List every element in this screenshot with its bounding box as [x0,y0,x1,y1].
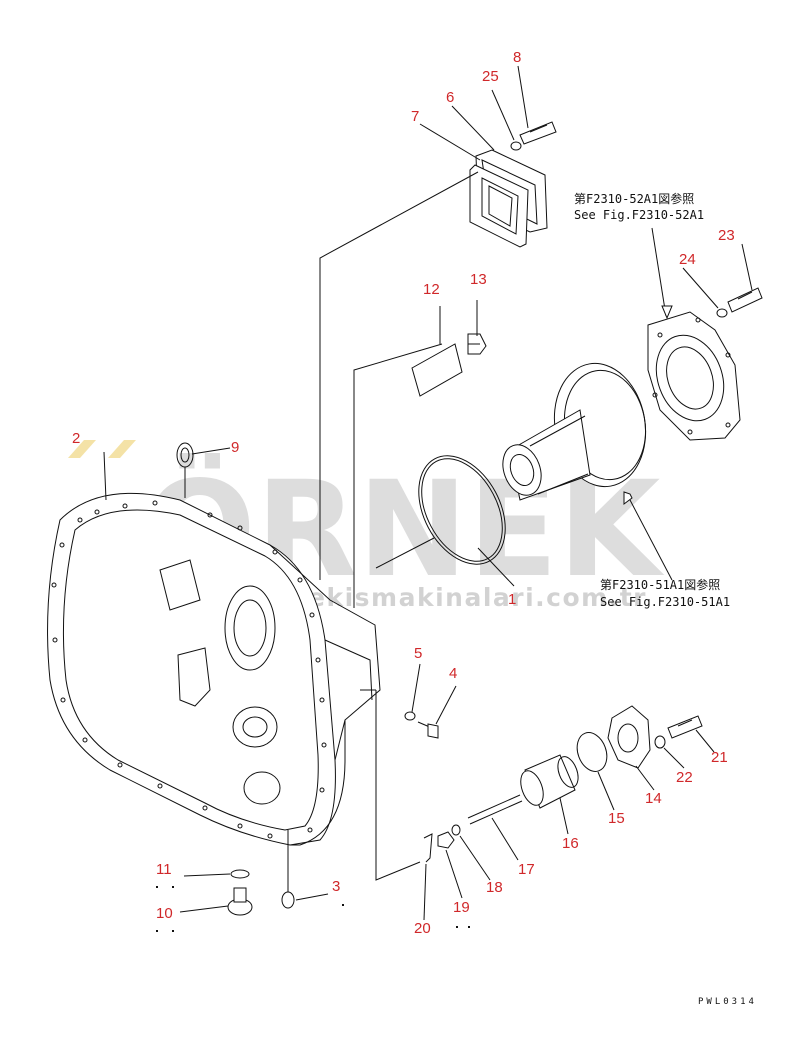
filter-cover-14 [607,705,651,769]
washer-18 [451,824,461,836]
drawing-code: PWL0314 [698,997,757,1007]
reference-note-51: 第F2310-51A1図参照 See Fig.F2310-51A1 [600,577,730,609]
gasket-11 [230,869,250,879]
reference-note-51-en: See Fig.F2310-51A1 [600,595,730,609]
output-flange [502,362,647,501]
callout-23[interactable]: 23 [718,227,735,244]
callout-6[interactable]: 6 [446,89,454,106]
bolt-13 [467,333,487,355]
cotter-pin-20 [423,833,433,863]
reference-note-52-jp: 第F2310-52A1図参照 [574,191,694,206]
callout-24[interactable]: 24 [679,251,696,268]
callout-1[interactable]: 1 [508,591,516,608]
reference-note-52-en: See Fig.F2310-52A1 [574,208,704,222]
callout-22[interactable]: 22 [676,769,693,786]
washer-22 [654,735,666,749]
plug-3 [281,830,295,909]
reference-note-52: 第F2310-52A1図参照 See Fig.F2310-52A1 [574,191,704,222]
bolt-8 [519,121,557,145]
callout-11[interactable]: 11 [156,861,172,878]
o-ring-15 [576,732,608,772]
callout-12[interactable]: 12 [423,281,440,298]
cover-plate-12 [411,343,463,397]
callout-18[interactable]: 18 [486,879,503,896]
callout-25[interactable]: 25 [482,68,499,85]
callout-2[interactable]: 2 [72,430,80,447]
washer-25 [510,141,522,151]
label-dots [156,886,470,932]
callout-7[interactable]: 7 [411,108,419,125]
callout-14[interactable]: 14 [645,790,662,807]
bearing-housing [647,311,741,441]
washer-24 [716,308,728,318]
stud-17 [467,794,523,825]
callouts: 1 2 3 4 5 6 7 8 9 10 11 12 13 14 15 16 1… [72,49,735,937]
eye-bolt [176,442,194,498]
callout-5[interactable]: 5 [414,645,422,662]
callout-9[interactable]: 9 [231,439,239,456]
callout-13[interactable]: 13 [470,271,487,288]
strainer-16 [520,754,579,809]
top-cover [469,149,548,248]
callout-21[interactable]: 21 [711,749,728,766]
watermark-accent-left [68,440,96,458]
callout-20[interactable]: 20 [414,920,431,937]
bolt-4 [417,721,439,739]
callout-16[interactable]: 16 [562,835,579,852]
reference-note-51-jp: 第F2310-51A1図参照 [600,577,720,592]
callout-4[interactable]: 4 [449,665,457,682]
nut-19 [437,831,455,849]
bolt-23 [727,287,763,313]
callout-15[interactable]: 15 [608,810,625,827]
callout-3[interactable]: 3 [332,878,340,895]
transmission-housing [47,492,381,846]
bolt-21 [667,715,703,739]
drain-plug-10 [227,887,253,916]
leader-lines [103,65,753,921]
callout-19[interactable]: 19 [453,899,470,916]
watermark-accent-right [108,440,136,458]
callout-17[interactable]: 17 [518,861,535,878]
washer-5 [404,711,416,721]
callout-8[interactable]: 8 [513,49,521,66]
callout-10[interactable]: 10 [156,905,173,922]
